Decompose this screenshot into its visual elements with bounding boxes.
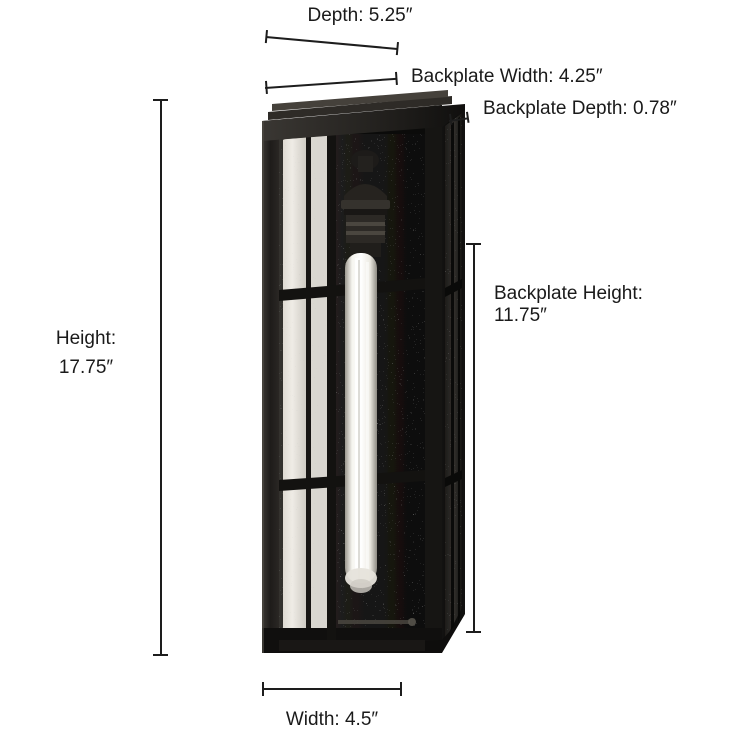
backplate-height-dimension-line [473,243,475,632]
side-crossbar-upper [445,279,462,297]
lantern-bottom-inner [279,640,425,651]
width-cap-right [400,682,402,696]
latch-knob [408,618,416,626]
lantern-top-plate-highlight [272,90,448,111]
lantern-top-cap [262,104,465,141]
frame-left-stile [262,121,279,653]
width-dimension-line [262,688,402,690]
height-label-line2: 17.75″ [58,357,114,378]
backplate-width-label: Backplate Width: 4.25″ [411,66,603,87]
height-label-line1: Height: [55,328,117,349]
frame-right-stile [425,105,442,653]
backplate-height-cap-bottom [466,631,481,633]
side-mullion-2 [458,117,460,623]
lantern-top-plate [268,96,452,120]
height-cap-top [153,99,168,101]
backplate-depth-label: Backplate Depth: 0.78″ [483,98,677,119]
backplate-height-label-line2: 11.75″ [494,305,547,326]
height-cap-bottom [153,654,168,656]
lantern-body [262,90,465,653]
width-label: Width: 4.5″ [285,709,379,730]
side-crossbar-lower [445,470,462,487]
width-cap-left [262,682,264,696]
glass-panel-left-inner [311,122,327,631]
backplate-height-cap-top [466,243,481,245]
latch-bar [338,620,410,624]
side-mullion [451,122,454,632]
depth-label: Depth: 5.25″ [307,5,413,26]
glass-panel-left-front [283,127,306,634]
socket-assembly [341,150,390,257]
filament-bulb [345,253,377,593]
glass-divider-left [306,127,311,631]
height-dimension-line [160,99,162,656]
frame-center-mullion [327,121,336,640]
frame-edge-highlight [262,121,264,653]
backplate-height-label-line1: Backplate Height: [494,283,643,304]
